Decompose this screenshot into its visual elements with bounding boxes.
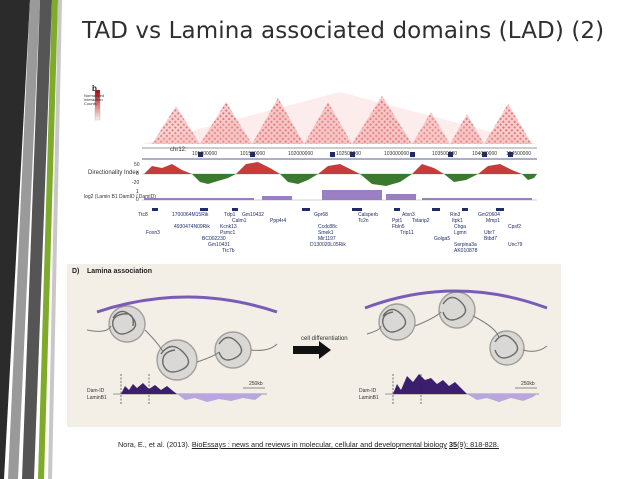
gene-label: Smek1 xyxy=(318,230,334,236)
gene-label: Ccdc88c xyxy=(318,224,338,230)
gene-label: Calsperb xyxy=(358,212,379,218)
citation-pages: (9): 818-828. xyxy=(457,440,499,449)
gene-label: Calm1 xyxy=(232,218,247,224)
gene-label: Mir1197 xyxy=(318,236,336,242)
gene-label: Tc2n xyxy=(358,218,369,224)
citation-journal-link[interactable]: BioEssays : news and reviews in molecula… xyxy=(191,440,447,449)
gene-annotation-track xyxy=(152,208,504,211)
di-tick: 50 xyxy=(134,162,140,168)
gene-label: Mmp1 xyxy=(486,218,500,224)
damid-after-track xyxy=(393,374,467,394)
gene-label: Ttc8 xyxy=(138,212,148,218)
citation: Nora, E., et al. (2013). BioEssays : new… xyxy=(118,440,499,449)
laminb1-track-label-right: LaminB1 xyxy=(359,395,379,401)
stripe-mid xyxy=(8,0,40,479)
gene-label: Psmc1 xyxy=(220,230,236,236)
panel-letter-d: D) xyxy=(72,268,80,275)
gene-label: Cpsf2 xyxy=(508,224,522,230)
gene-label: Chga xyxy=(454,224,466,230)
gene-label: Gpr68 xyxy=(314,212,328,218)
arrow-label: cell differentiation xyxy=(301,336,348,342)
gene-label: Unc79 xyxy=(508,242,523,248)
di-tick: 0 xyxy=(136,171,139,177)
scale-label-left: 250kb xyxy=(249,381,263,387)
stripe-dark xyxy=(0,0,30,479)
hic-figure-graphics xyxy=(94,89,537,211)
gene-label: Rin3 xyxy=(450,212,461,218)
figure-d-title: Lamina association xyxy=(87,268,152,275)
coord-label: 101000000 xyxy=(192,151,218,157)
lamina-arc-right xyxy=(364,289,548,310)
damid-track xyxy=(144,190,532,200)
laminb1-track-label: LaminB1 xyxy=(87,395,107,401)
gene-label: Trip11 xyxy=(400,230,414,236)
gene-label: Itpk1 xyxy=(452,218,463,224)
stripe-dark-2 xyxy=(22,0,52,479)
panel-letter-b: b xyxy=(92,84,97,93)
boundary-dashes xyxy=(120,374,422,404)
gene-label: Gm20604 xyxy=(478,212,500,218)
gene-label: Atxn3 xyxy=(402,212,415,218)
gene-label: AK010878 xyxy=(454,248,478,254)
gene-label: BC002230 xyxy=(202,236,226,242)
stripe-green xyxy=(38,0,58,479)
chromatin-before xyxy=(86,305,278,381)
gene-label: Btbd7 xyxy=(484,236,498,242)
tad-boundaries xyxy=(198,152,513,157)
laminb1-before-track xyxy=(177,394,263,402)
coord-label: 104000000 xyxy=(472,151,498,157)
chromatin-after xyxy=(366,291,548,366)
gene-label: Serpina3a xyxy=(454,242,477,248)
lamina-arc-left xyxy=(96,295,278,314)
coord-label: 103500000 xyxy=(432,151,458,157)
decorative-stripes xyxy=(0,0,70,479)
colorbar-label: Normalized Interaction Counts xyxy=(84,93,105,106)
gene-label: Gm10432 xyxy=(242,212,264,218)
lamina-illustration xyxy=(86,289,548,404)
coord-label: 102000000 xyxy=(288,151,314,157)
citation-authors: Nora, E., et al. (2013). xyxy=(118,440,190,449)
di-tick: -20 xyxy=(132,180,140,186)
chromosome-label: chr12: xyxy=(170,147,187,153)
colorbar xyxy=(94,89,101,121)
stripe-light xyxy=(48,0,62,479)
figure-b-hic-panel: b xyxy=(82,78,544,262)
gene-label: 1700064M15Rik xyxy=(172,212,209,218)
gene-label: Fbln5 xyxy=(392,224,405,230)
gene-label: Kcnk13 xyxy=(220,224,237,230)
damid-before-track xyxy=(121,383,177,394)
gene-label: Gm10431 xyxy=(208,242,230,248)
figure-d-lamina-panel: D) Lamina association xyxy=(67,264,561,427)
laminb1-after-track xyxy=(467,394,537,402)
gene-label: Lgmn xyxy=(454,230,467,236)
directionality-index-track xyxy=(144,162,537,186)
gene-label: Tdp1 xyxy=(224,212,236,218)
citation-volume: 35 xyxy=(448,440,458,449)
scale-label-right: 250kb xyxy=(521,381,535,387)
gene-label: Ppt1 xyxy=(392,218,403,224)
gene-label: 4930474N09Rik xyxy=(174,224,210,230)
gene-label: D130020L05Rik xyxy=(310,242,346,248)
damid-track-label-right: Dam-ID xyxy=(359,388,377,394)
damid-tick: 0 xyxy=(136,197,139,203)
coord-label: 104500000 xyxy=(506,151,532,157)
coord-label: 101500000 xyxy=(240,151,266,157)
damid-label: log2 (Lamin B1 DamID / DamID) xyxy=(84,194,156,200)
damid-tick: 1 xyxy=(136,189,139,195)
gene-label: Golga5 xyxy=(434,236,451,242)
gene-label: Tstarip2 xyxy=(412,218,430,224)
coord-label: 103000000 xyxy=(384,151,410,157)
directionality-label: Directionality Index xyxy=(88,170,139,176)
gene-label: Ppp4r4 xyxy=(270,218,287,224)
damid-track-label: Dam-ID xyxy=(87,388,105,394)
gene-label: Foxn3 xyxy=(146,230,160,236)
coord-label: 102500000 xyxy=(336,151,362,157)
differentiation-arrow xyxy=(293,341,331,359)
gene-label: Ubr7 xyxy=(484,230,495,236)
gene-label: Ttc7b xyxy=(222,248,235,254)
slide-title: TAD vs Lamina associated domains (LAD) (… xyxy=(82,18,605,44)
hic-heatmap xyxy=(142,92,537,144)
